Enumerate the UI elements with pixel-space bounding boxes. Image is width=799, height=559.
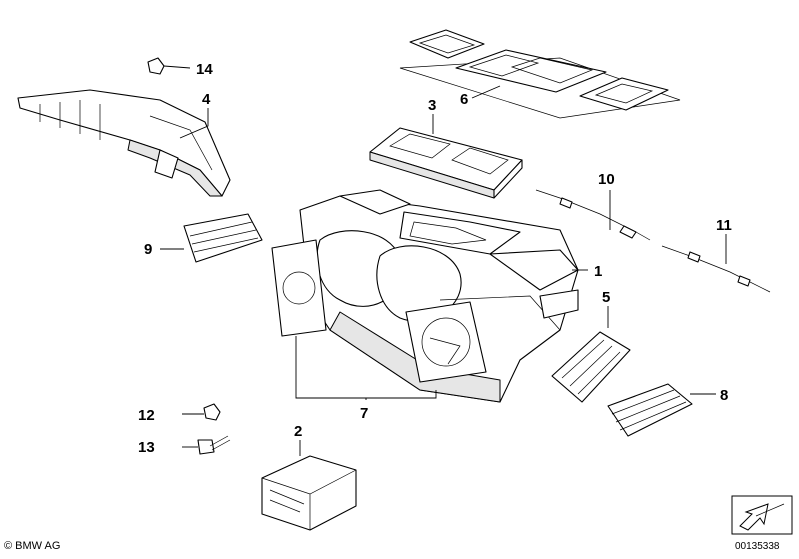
callout-11: 11 [716, 217, 732, 234]
copyright-notice: © BMW AG [4, 540, 61, 552]
callout-9: 9 [144, 241, 152, 258]
part-6-gasket-set [399, 29, 681, 119]
part-4-air-duct [17, 89, 231, 197]
part-1-heater-housing [299, 189, 579, 403]
leader-lines [160, 65, 727, 456]
part-12-clip [203, 403, 221, 421]
callout-5: 5 [602, 289, 610, 306]
part-2-foam-pad [261, 455, 357, 531]
callout-3: 3 [428, 97, 436, 114]
document-number: 00135338 [735, 541, 780, 552]
callout-6: 6 [460, 91, 468, 108]
callout-1: 1 [594, 263, 602, 280]
callout-8: 8 [720, 387, 728, 404]
callout-labels: 14 4 3 6 10 11 9 1 5 8 7 12 2 13 [138, 61, 732, 456]
part-3-filter-frame [369, 127, 523, 199]
part-9-duct-segment [183, 213, 263, 263]
part-14-clip [147, 57, 165, 75]
callout-4: 4 [202, 91, 211, 108]
callout-14: 14 [196, 61, 213, 78]
part-13-screw [197, 435, 231, 455]
orientation-arrow-stamp [731, 495, 793, 535]
callout-2: 2 [294, 423, 302, 440]
part-10-bowden-cable [535, 189, 651, 241]
part-11-bowden-cable [661, 245, 771, 293]
callout-13: 13 [138, 439, 155, 456]
part-8-duct-segment [607, 383, 693, 437]
callout-7: 7 [360, 405, 368, 422]
callout-12: 12 [138, 407, 155, 424]
part-7-blower-openings [271, 239, 487, 383]
callout-10: 10 [598, 171, 615, 188]
part-5-grille [551, 331, 631, 403]
